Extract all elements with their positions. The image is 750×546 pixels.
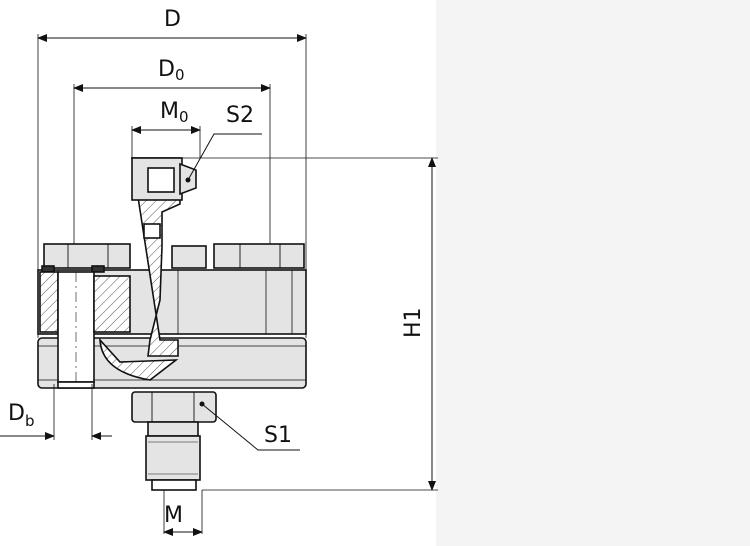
dimension-lines (0, 34, 436, 536)
bolt-nut-right (213, 243, 305, 269)
flange-section-left (93, 275, 131, 333)
lower-nut (131, 391, 217, 423)
page-margin (436, 0, 750, 546)
seal-section (99, 337, 179, 381)
leader-S2 (187, 133, 262, 181)
stem-tip (151, 479, 197, 491)
label-D: D (164, 7, 181, 32)
label-S2: S2 (226, 103, 254, 128)
bolt-section-left (39, 271, 59, 333)
construction-lines (37, 34, 438, 534)
label-M0: M0 (160, 99, 189, 126)
label-H1: H1 (401, 307, 426, 338)
label-Db: Db (8, 401, 34, 430)
label-S1: S1 (264, 423, 292, 448)
threaded-stem (145, 435, 201, 481)
stem-collar (147, 421, 199, 437)
label-M: M (164, 503, 183, 528)
label-D0: D0 (158, 57, 185, 84)
bolt-nut-left (43, 243, 131, 269)
bolt-nut-middle (171, 245, 207, 269)
leader-S1 (201, 403, 300, 451)
